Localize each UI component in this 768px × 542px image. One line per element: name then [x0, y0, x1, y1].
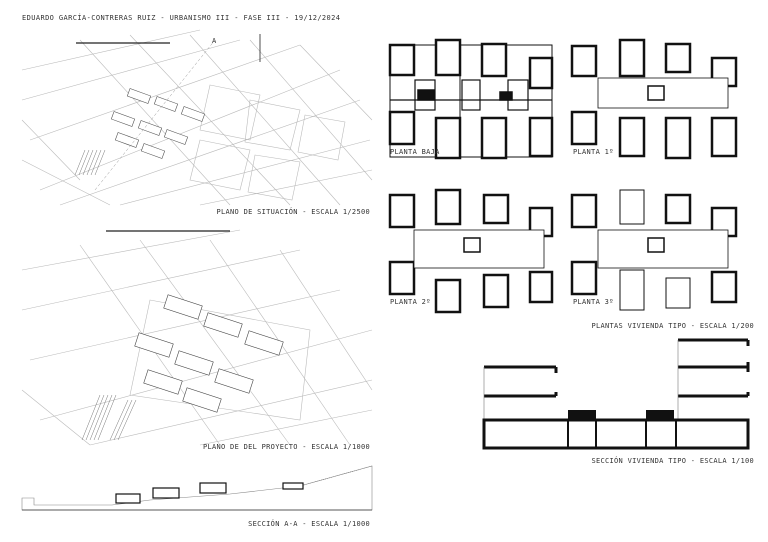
typical-section-drawing	[482, 338, 750, 450]
sheet-title: EDUARDO GARCÍA-CONTRERAS RUIZ - URBANISM…	[22, 14, 341, 22]
floor-plan-planta-3	[570, 189, 738, 311]
section-marker-a: A	[212, 37, 217, 45]
site-plan-drawing	[21, 29, 373, 206]
floor-plans-group-label: PLANTAS VIVIENDA TIPO - ESCALA 1/200	[591, 322, 754, 330]
section-cut-line	[94, 39, 216, 191]
label-planta-baja: PLANTA BAJA	[390, 148, 440, 156]
site-plan-blocks	[110, 88, 206, 159]
project-plan-blocks	[134, 294, 284, 413]
site-plan-label: PLANO DE SITUACIÓN - ESCALA 1/2500	[216, 208, 370, 216]
site-plan-parking	[74, 149, 106, 176]
project-plan-parking	[81, 394, 137, 441]
label-planta-2: PLANTA 2º	[390, 298, 431, 306]
label-planta-3: PLANTA 3º	[573, 298, 614, 306]
section-aa-label: SECCIÓN A-A - ESCALA 1/1000	[248, 520, 370, 528]
project-plan-label: PLANO DE DEL PROYECTO - ESCALA 1/1000	[202, 443, 370, 451]
floor-plan-planta-2	[388, 188, 554, 314]
section-aa-drawing	[21, 465, 373, 511]
project-plan-drawing	[21, 229, 373, 446]
floor-plan-planta-1	[570, 38, 738, 160]
floor-plan-planta-baja	[388, 38, 554, 160]
label-planta-1: PLANTA 1º	[573, 148, 614, 156]
typical-section-label: SECCIÓN VIVIENDA TIPO - ESCALA 1/100	[591, 457, 754, 465]
